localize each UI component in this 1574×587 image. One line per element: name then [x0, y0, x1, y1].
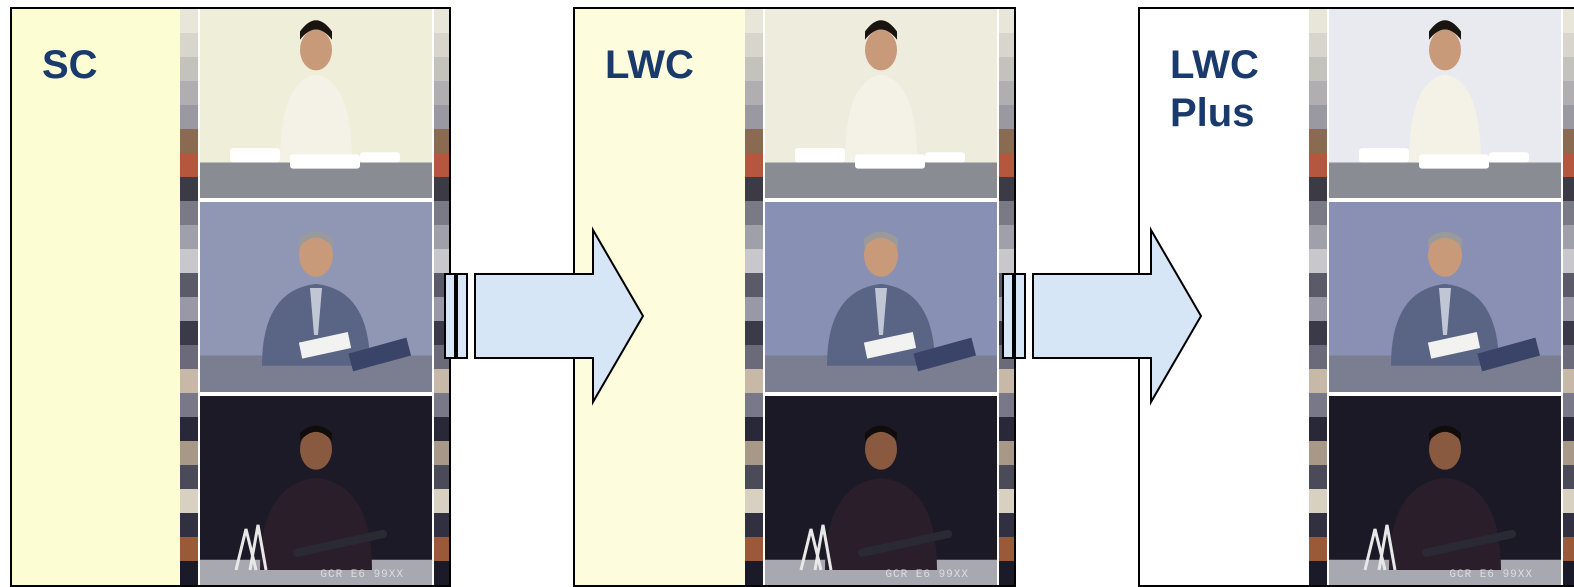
right-arrow-icon	[1002, 226, 1203, 406]
photo-column: GCR E6 99XX	[765, 9, 997, 585]
grayscale-strip-left	[1309, 9, 1327, 585]
panel-lwc-plus-label: LWC Plus	[1170, 43, 1259, 135]
photo-caption: GCR E6 99XX	[1449, 568, 1533, 581]
grayscale-strip-left	[180, 9, 198, 585]
grayscale-strip-right	[1563, 9, 1574, 585]
man-reading-book-photo	[200, 202, 432, 392]
man-with-pen-photo: GCR E6 99XX	[1329, 395, 1561, 585]
man-reading-book-photo	[765, 202, 997, 392]
photo-column: GCR E6 99XX	[1329, 9, 1561, 585]
photo-caption: GCR E6 99XX	[320, 568, 404, 581]
panel-sc-label: SC	[42, 43, 98, 87]
right-arrow-icon	[444, 226, 645, 406]
panel-sc-background	[12, 9, 180, 585]
photo-caption: GCR E6 99XX	[885, 568, 969, 581]
woman-with-food-photo	[1329, 9, 1561, 199]
man-reading-book-photo	[1329, 202, 1561, 392]
panel-lwc-label: LWC	[605, 43, 694, 87]
man-with-pen-photo: GCR E6 99XX	[200, 395, 432, 585]
man-with-pen-photo: GCR E6 99XX	[765, 395, 997, 585]
photo-column: GCR E6 99XX	[200, 9, 432, 585]
woman-with-food-photo	[200, 9, 432, 199]
woman-with-food-photo	[765, 9, 997, 199]
panel-sc: SC GCR E6 99XX	[10, 7, 451, 587]
grayscale-strip-left	[745, 9, 763, 585]
